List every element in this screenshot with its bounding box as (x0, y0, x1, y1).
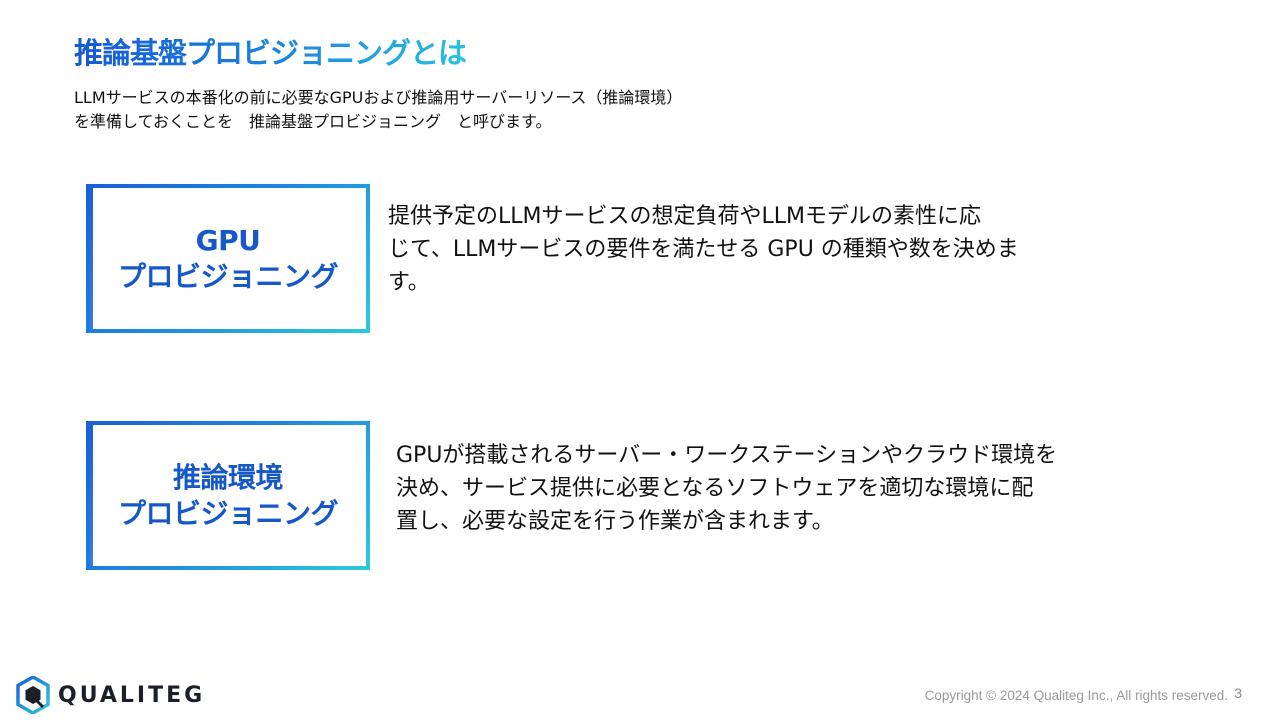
card-label-line-2: プロビジョニング (117, 496, 339, 530)
card-inner: GPU プロビジョニング (90, 188, 366, 329)
company-logo: QUALITEG (16, 676, 205, 714)
description-line: GPUが搭載されるサーバー・ワークステーションやクラウド環境を (396, 443, 1058, 468)
copyright-text: Copyright © 2024 Qualiteg Inc., All righ… (924, 688, 1228, 703)
logo-wordmark: QUALITEG (58, 682, 206, 708)
description-line: 決め、サービス提供に必要となるソフトウェアを適切な環境に配 (396, 476, 1034, 501)
intro-text: LLMサービスの本番化の前に必要なGPUおよび推論用サーバーリソース（推論環境）… (74, 86, 682, 134)
description-line: じて、LLMサービスの要件を満たせる GPU の種類や数を決めま (388, 237, 1019, 262)
card-inner: 推論環境 プロビジョニング (90, 425, 366, 566)
card-label-line-1: GPU (195, 223, 261, 257)
slide-title: 推論基盤プロビジョニングとは (74, 30, 467, 72)
description-line: す。 (388, 270, 430, 295)
page-number: 3 (1234, 685, 1242, 701)
intro-line-2: を準備しておくことを 推論基盤プロビジョニング と呼びます。 (74, 112, 552, 131)
description-line: 提供予定のLLMサービスの想定負荷やLLMモデルの素性に応 (388, 204, 981, 229)
inference-env-provisioning-description: GPUが搭載されるサーバー・ワークステーションやクラウド環境を 決め、サービス提… (396, 439, 1057, 538)
gpu-provisioning-card: GPU プロビジョニング (86, 184, 370, 333)
gpu-provisioning-description: 提供予定のLLMサービスの想定負荷やLLMモデルの素性に応 じて、LLMサービス… (388, 200, 1019, 299)
inference-env-provisioning-card: 推論環境 プロビジョニング (86, 421, 370, 570)
description-line: 置し、必要な設定を行う作業が含まれます。 (396, 509, 834, 534)
card-label-line-2: プロビジョニング (117, 259, 339, 293)
qualiteg-logo-icon (16, 676, 50, 714)
intro-line-1: LLMサービスの本番化の前に必要なGPUおよび推論用サーバーリソース（推論環境） (74, 88, 683, 107)
card-label-line-1: 推論環境 (172, 460, 284, 494)
